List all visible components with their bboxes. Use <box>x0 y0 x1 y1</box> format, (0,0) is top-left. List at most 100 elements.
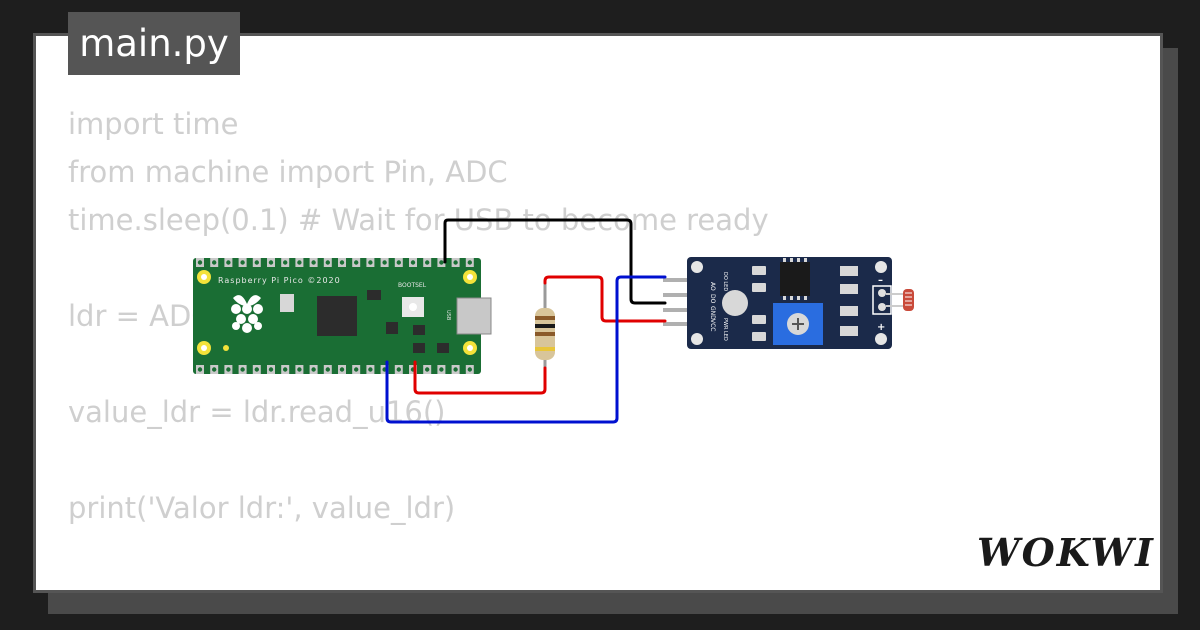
pico-pin-hole <box>339 260 345 265</box>
pico-led <box>280 294 294 312</box>
module-pin-do <box>663 293 690 297</box>
module-pin-gnd <box>663 308 690 312</box>
pico-pin-hole <box>268 260 274 265</box>
pico-pin-hole <box>311 260 316 265</box>
smd-component <box>840 284 858 294</box>
module-mount-hole <box>875 261 887 273</box>
pico-pin-hole <box>212 260 217 265</box>
pico-pin-hole <box>240 260 245 265</box>
usb-port <box>456 297 492 335</box>
pico-pin-hole <box>226 367 231 372</box>
pico-brand-label: Raspberry Pi Pico ©2020 <box>218 276 341 285</box>
resistor-band <box>535 347 555 351</box>
pico-pins-bottom <box>196 365 474 374</box>
module-mount-hole <box>875 333 887 345</box>
smd-component <box>752 315 766 324</box>
resistor[interactable] <box>535 283 555 368</box>
wires <box>385 218 667 424</box>
pico-pin-hole <box>254 260 259 265</box>
smd-component <box>752 283 766 292</box>
chip-pin <box>790 296 793 300</box>
wire-blue-ao[interactable] <box>385 275 667 424</box>
mount-hole-center <box>201 274 207 280</box>
pico-pin-hole <box>410 260 416 265</box>
do-led-label: DO LED <box>722 272 728 291</box>
wokwi-logo-text: WOKWI <box>977 530 1155 575</box>
chip-pin <box>797 296 800 300</box>
smd-component <box>840 326 858 336</box>
polarity-minus: – <box>878 275 883 286</box>
chip-pin <box>783 258 786 262</box>
pico-pin-hole <box>368 260 373 265</box>
pico-pin-hole <box>283 367 288 372</box>
pico-chip-small <box>413 343 425 353</box>
pico-test-pad <box>223 345 229 351</box>
pico-chip-small <box>386 322 398 334</box>
mount-hole-center <box>201 345 207 351</box>
resistor-band <box>535 324 555 328</box>
pico-pin-hole <box>439 367 444 372</box>
pico-pin-hole <box>396 367 401 372</box>
pico-pin-hole <box>297 367 302 372</box>
photoresistor <box>903 289 914 311</box>
code-line: print('Valor ldr:', value_ldr) <box>68 491 456 525</box>
bootsel-button-cap <box>409 303 417 311</box>
pico-pin-hole <box>453 367 458 372</box>
pico-pin-hole <box>339 367 345 372</box>
chip-pin <box>790 258 793 262</box>
pin-label-ao: AO <box>709 282 716 291</box>
pico-pin-hole <box>197 260 203 265</box>
pin-label-gnd: GND <box>709 306 716 320</box>
polarity-plus: + <box>877 322 885 333</box>
wokwi-logo: WOKWI <box>977 530 1155 575</box>
module-mount-hole <box>691 261 703 273</box>
smd-component <box>840 266 858 276</box>
pico-chip-small <box>437 343 449 353</box>
pwr-led-label: PWR LED <box>722 318 728 341</box>
code-line: from machine import Pin, ADC <box>68 155 508 189</box>
pico-pin-hole <box>467 367 472 372</box>
pico-pin-hole <box>240 367 245 372</box>
module-pin-ao <box>663 278 690 282</box>
comparator-chip-pins <box>783 258 807 300</box>
pico-pins-top <box>196 258 474 267</box>
pico-pin-hole <box>368 367 373 372</box>
pico-pin-hole <box>254 367 259 372</box>
module-mount-hole <box>691 333 703 345</box>
raspberry-logo-icon <box>231 295 263 333</box>
pico-pin-hole <box>425 367 430 372</box>
resistor-band <box>535 332 555 336</box>
pico-pin-hole <box>268 367 274 372</box>
raspberry-pi-pico[interactable]: Raspberry Pi Pico ©2020 BOOTSEL USB <box>193 258 492 374</box>
pico-pin-hole <box>297 260 302 265</box>
pico-pin-hole <box>197 367 203 372</box>
chip-pin <box>783 296 786 300</box>
comparator-chip <box>780 262 810 296</box>
pico-chip-small <box>413 325 425 335</box>
mount-hole-center <box>467 345 473 351</box>
ldr-module[interactable]: AO DO GND VCC DO LED PWR LED – + <box>663 257 914 349</box>
pico-pin-hole <box>354 260 359 265</box>
chip-pin <box>797 258 800 262</box>
smd-component <box>752 266 766 275</box>
pin-label-vcc: VCC <box>709 319 716 331</box>
pin-label-do: DO <box>709 294 716 304</box>
file-tab[interactable]: main.py <box>68 12 240 75</box>
pico-pin-hole <box>354 367 359 372</box>
pico-pin-hole <box>325 260 330 265</box>
smd-component <box>840 306 858 316</box>
sensor-header-pin <box>878 303 886 311</box>
wire-red-pico[interactable] <box>413 360 547 395</box>
pico-pin-hole <box>311 367 316 372</box>
pico-pin-hole <box>212 367 217 372</box>
wire-black-gnd[interactable] <box>443 218 667 305</box>
chip-pin <box>804 296 807 300</box>
code-line: import time <box>68 107 239 141</box>
wire-red-vcc[interactable] <box>543 275 667 323</box>
pico-chip-small <box>367 290 381 300</box>
photoresistor-pattern <box>905 292 912 306</box>
usb-label: USB <box>445 310 451 321</box>
pico-pin-hole <box>283 260 288 265</box>
rp2040-chip <box>317 296 357 336</box>
pico-pin-hole <box>382 260 387 265</box>
